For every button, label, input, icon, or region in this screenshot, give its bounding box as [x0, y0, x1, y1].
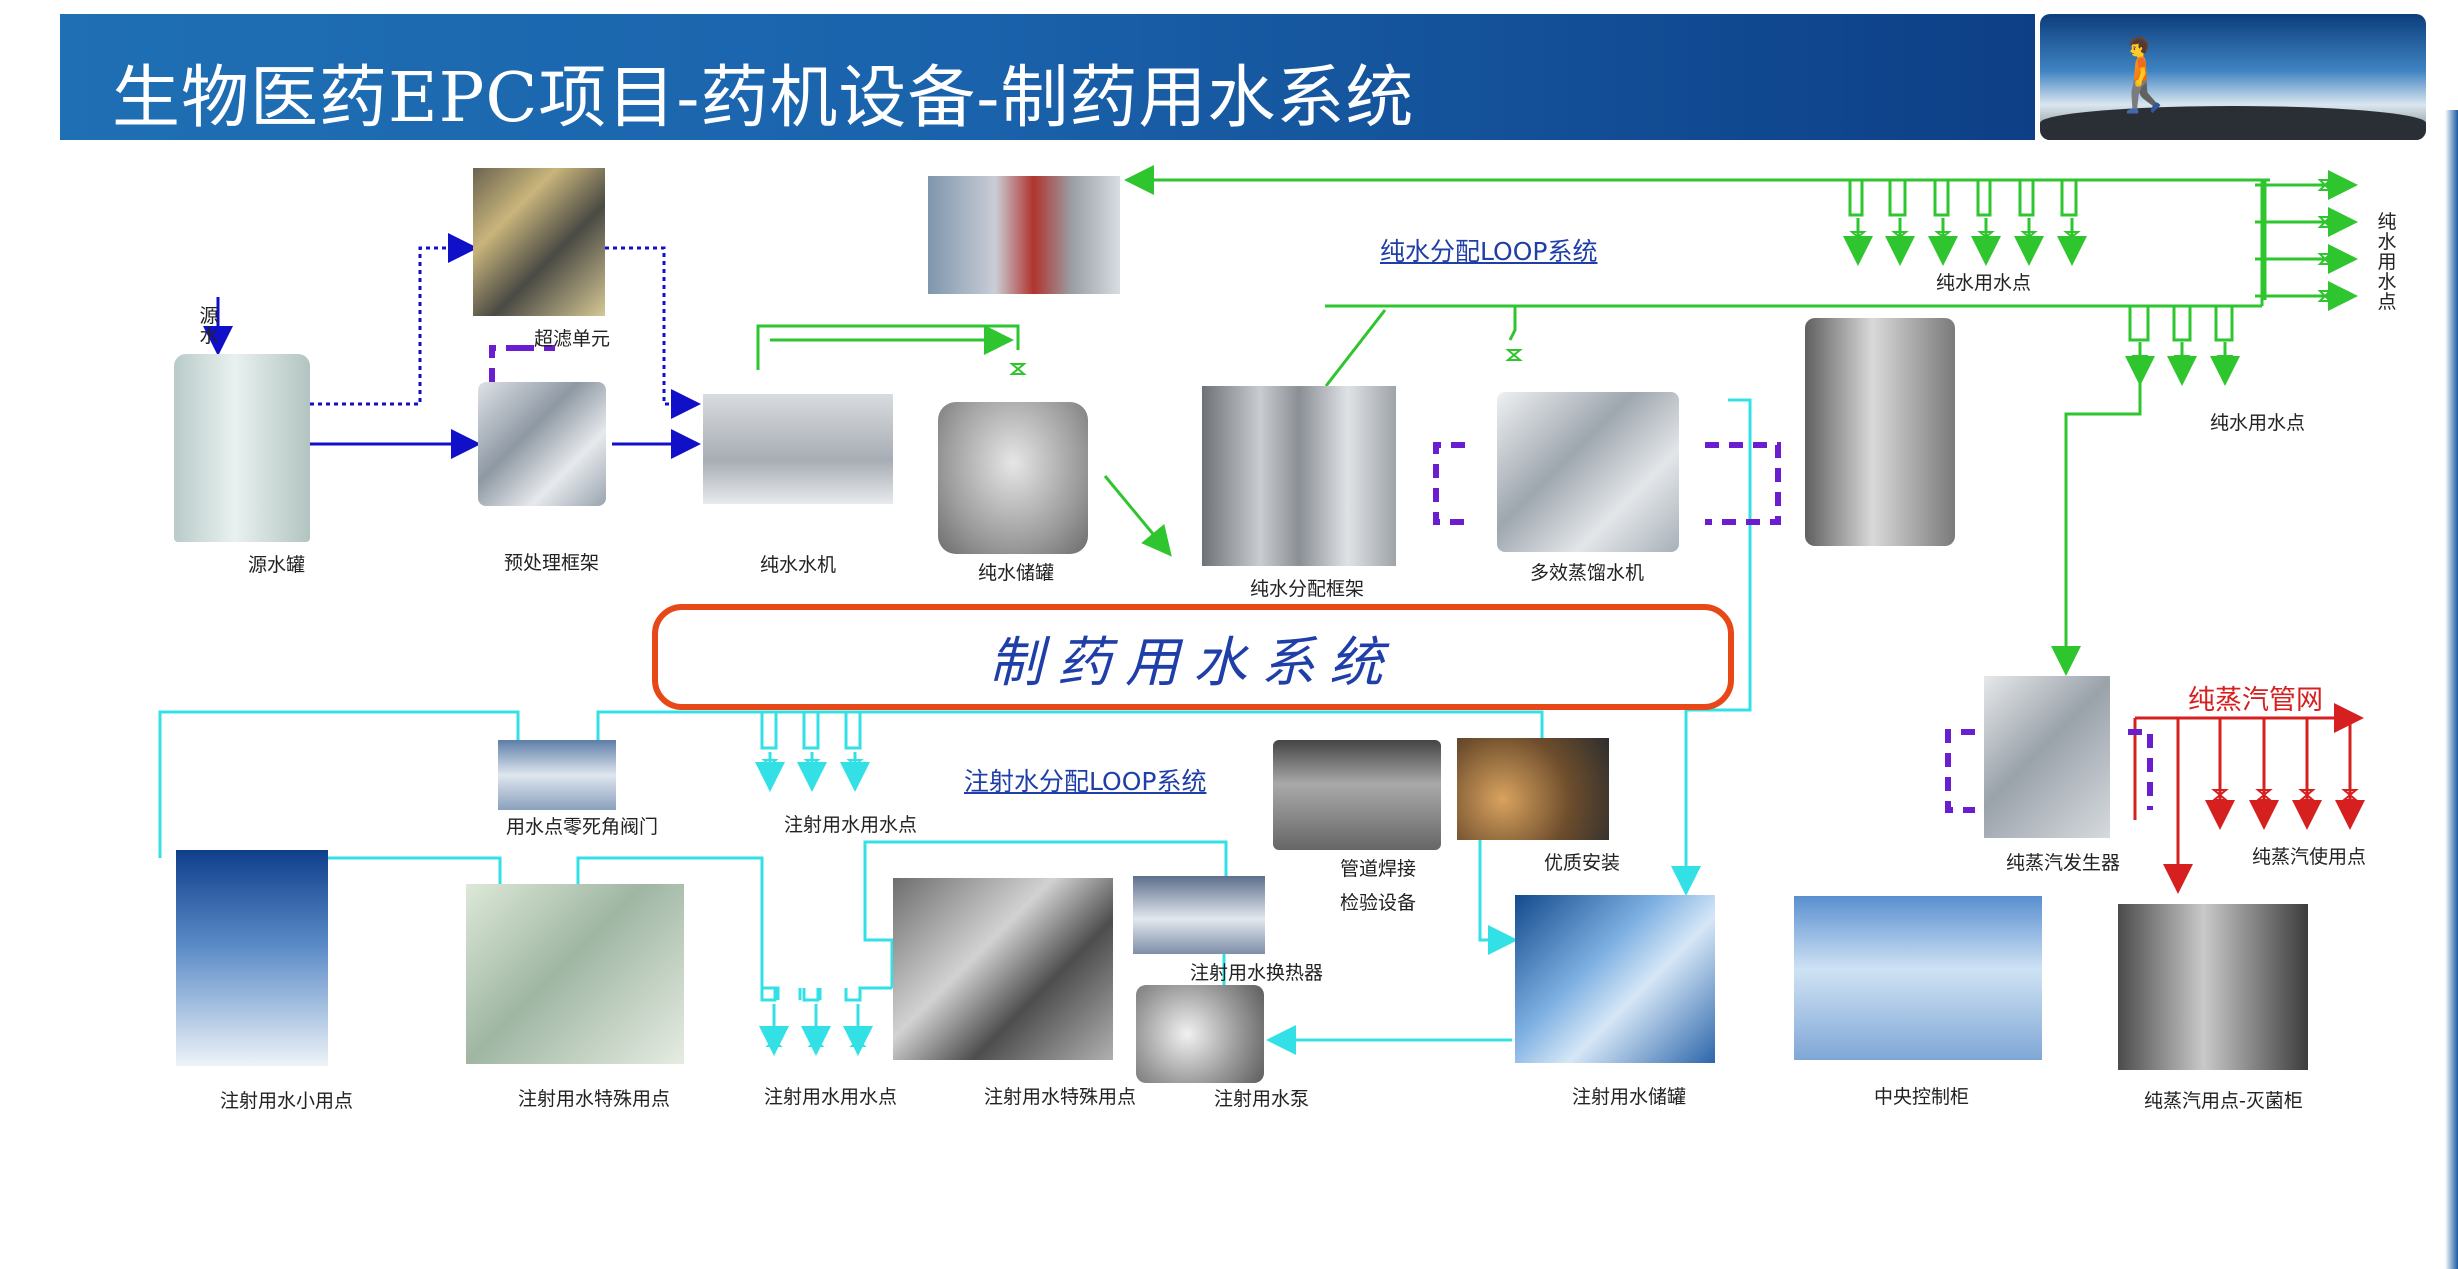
- pure-dist-frame-photo: [1202, 386, 1396, 566]
- pure-tank-label: 纯水储罐: [978, 562, 1055, 584]
- source-tank-photo: [174, 354, 310, 542]
- pure-steam-lines: [2133, 703, 2365, 894]
- zero-dead-valve-label: 用水点零死角阀门: [506, 816, 659, 838]
- wfi-loop-label: 注射水分配LOOP系统: [964, 767, 1207, 796]
- system-title: 制药用水系统: [989, 631, 1397, 694]
- worker-photo: [928, 176, 1120, 294]
- weld-inspect-label: 管道焊接: [1340, 858, 1417, 880]
- wfi-points-bottom-label: 注射用水用水点: [764, 1086, 898, 1108]
- wfi-small-label: 注射用水小用点: [220, 1090, 354, 1112]
- steam-valve-icons: [2211, 789, 2359, 801]
- ultrafilter-photo: [473, 168, 605, 316]
- pure-points-side-label: 纯水用水点: [2210, 412, 2306, 434]
- pure-steam-gen-label: 纯蒸汽发生器: [2006, 852, 2121, 874]
- pure-loop-label: 纯水分配LOOP系统: [1380, 237, 1598, 266]
- pretreat-label: 预处理框架: [504, 552, 600, 574]
- central-control-label: 中央控制柜: [1874, 1086, 1970, 1108]
- pretreat-photo: [478, 382, 606, 506]
- wfi-pump-photo: [1136, 985, 1264, 1083]
- pure-tank-photo: [938, 402, 1088, 554]
- pure-water-lines: [756, 165, 2358, 676]
- sterilizer-photo: [2118, 904, 2308, 1070]
- zero-dead-valve-photo: [498, 740, 616, 810]
- ultrafilter-label: 超滤单元: [534, 328, 611, 350]
- quality-install-photo: [1457, 738, 1609, 840]
- valve-icon: [1009, 179, 2333, 375]
- pure-steam-points-label: 纯蒸汽使用点: [2252, 846, 2367, 868]
- distiller-label: 多效蒸馏水机: [1530, 562, 1645, 584]
- wfi-special-2-photo: [893, 878, 1113, 1060]
- weld-inspect-label-2: 检验设备: [1340, 892, 1417, 914]
- wfi-small-photo: [176, 850, 328, 1066]
- pure-dist-frame-label: 纯水分配框架: [1250, 578, 1365, 600]
- storage-vessel-photo: [1805, 318, 1955, 546]
- wfi-special-1-photo: [466, 884, 684, 1064]
- wfi-pump-label: 注射用水泵: [1214, 1088, 1310, 1110]
- wfi-tank-photo: [1515, 895, 1715, 1063]
- title-banner: [60, 14, 2035, 140]
- weld-inspect-photo: [1273, 740, 1441, 850]
- steam-loop-label: 纯蒸汽管网: [2188, 685, 2323, 716]
- pure-points-right-label: 纯水用水点: [2377, 211, 2397, 313]
- distiller-photo: [1497, 392, 1679, 552]
- wfi-heat-exchanger-label: 注射用水换热器: [1190, 962, 1324, 984]
- pure-steam-gen-photo: [1984, 676, 2110, 838]
- pure-points-top-label: 纯水用水点: [1936, 272, 2032, 294]
- source-water-label: 源水: [199, 305, 219, 347]
- pure-machine-label: 纯水水机: [760, 554, 837, 576]
- wfi-points-top-label: 注射用水用水点: [784, 814, 918, 836]
- quality-install-label: 优质安装: [1544, 852, 1621, 874]
- page-title: 生物医药EPC项目-药机设备-制药用水系统: [112, 59, 1415, 138]
- hill-silhouette: [2040, 106, 2426, 140]
- side-rule: [2445, 110, 2458, 1269]
- central-control-photo: [1794, 896, 2042, 1060]
- hiker-icon: 🚶: [2100, 34, 2188, 116]
- highlight-brackets: [489, 345, 2153, 813]
- hiker-photo: 🚶: [2040, 14, 2426, 140]
- wfi-tank-label: 注射用水储罐: [1572, 1086, 1687, 1108]
- wfi-lines: [158, 398, 1752, 1056]
- wfi-valve-icons: [761, 759, 867, 1047]
- wfi-special-1-label: 注射用水特殊用点: [518, 1088, 671, 1110]
- sterilizer-label: 纯蒸汽用点-灭菌柜: [2144, 1090, 2303, 1112]
- source-tank-label: 源水罐: [248, 554, 306, 576]
- pure-machine-photo: [703, 394, 893, 504]
- wfi-special-2-label: 注射用水特殊用点: [984, 1086, 1137, 1108]
- wfi-heat-exchanger-photo: [1133, 876, 1265, 954]
- feed-lines: [203, 233, 701, 459]
- system-title-box: 制药用水系统: [652, 604, 1734, 710]
